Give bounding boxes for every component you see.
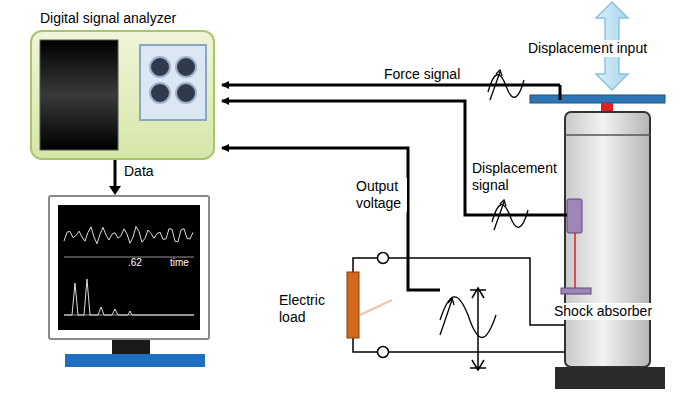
monitor-stand (65, 340, 225, 370)
monitor: .62 time (48, 195, 210, 340)
button-panel (140, 45, 206, 120)
analyzer-title: Digital signal analyzer (40, 10, 176, 27)
data-arrow (109, 160, 121, 195)
analyzer-box: Digital signal analyzer (30, 30, 215, 160)
screen (58, 205, 200, 330)
part-label: Shock absorber (553, 303, 653, 320)
signal-label: Output voltage (355, 178, 407, 212)
signal-label: Force signal (383, 66, 461, 83)
button (176, 57, 196, 77)
button (150, 83, 170, 103)
edge-label: Data (123, 163, 155, 180)
waveform (64, 227, 193, 244)
spectrum (64, 279, 194, 315)
signal-label: Displacement signal (471, 160, 563, 194)
resistor-symbol (347, 272, 359, 338)
button (150, 57, 170, 77)
part-label: Electric load (278, 292, 342, 326)
analyzer-screen (40, 40, 118, 150)
plot-axis-label: time (170, 257, 189, 269)
button (176, 83, 196, 103)
input-label: Displacement input (527, 40, 648, 57)
analyzer-panel (30, 30, 215, 160)
plot-axis-label: .62 (128, 257, 142, 269)
